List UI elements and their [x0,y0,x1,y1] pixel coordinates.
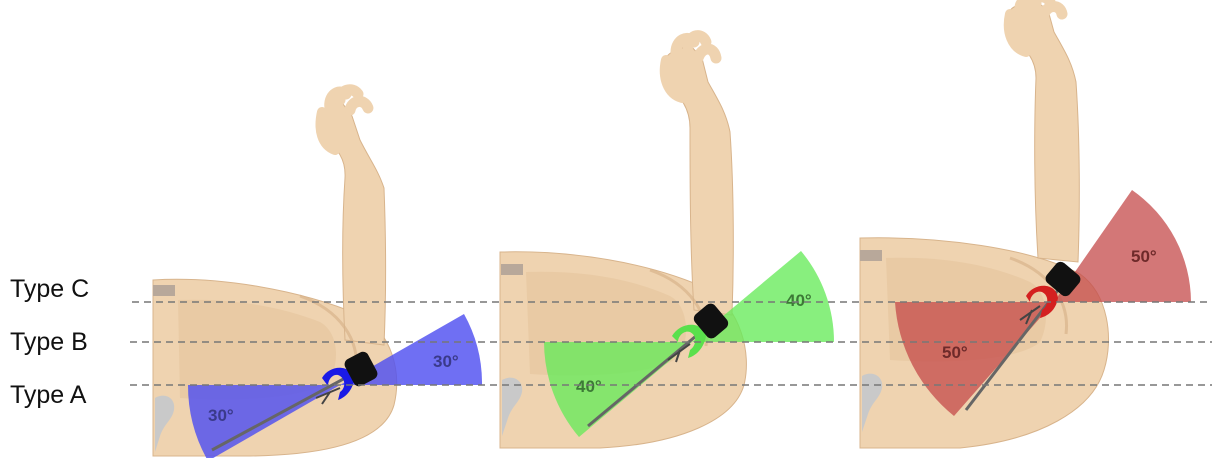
angle-upper-b: 40° [786,291,812,310]
type-b-label: Type B [10,330,88,355]
angle-upper-c: 50° [1131,247,1157,266]
marker-c [860,250,882,261]
marker-b [501,264,523,275]
panel-type-b: 40° 40° [500,36,834,448]
angle-upper-a: 30° [433,352,459,371]
marker-a [153,285,175,296]
forearm-c [1007,0,1079,262]
panel-type-c: 50° 50° [860,0,1191,448]
forearm-b [663,45,733,315]
angle-lower-b: 40° [576,377,602,396]
angle-lower-c: 50° [942,343,968,362]
angle-lower-a: 30° [208,406,234,425]
panel-type-a: 30° 30° [153,90,482,458]
type-c-label: Type C [10,277,89,302]
type-a-label: Type A [10,383,86,408]
